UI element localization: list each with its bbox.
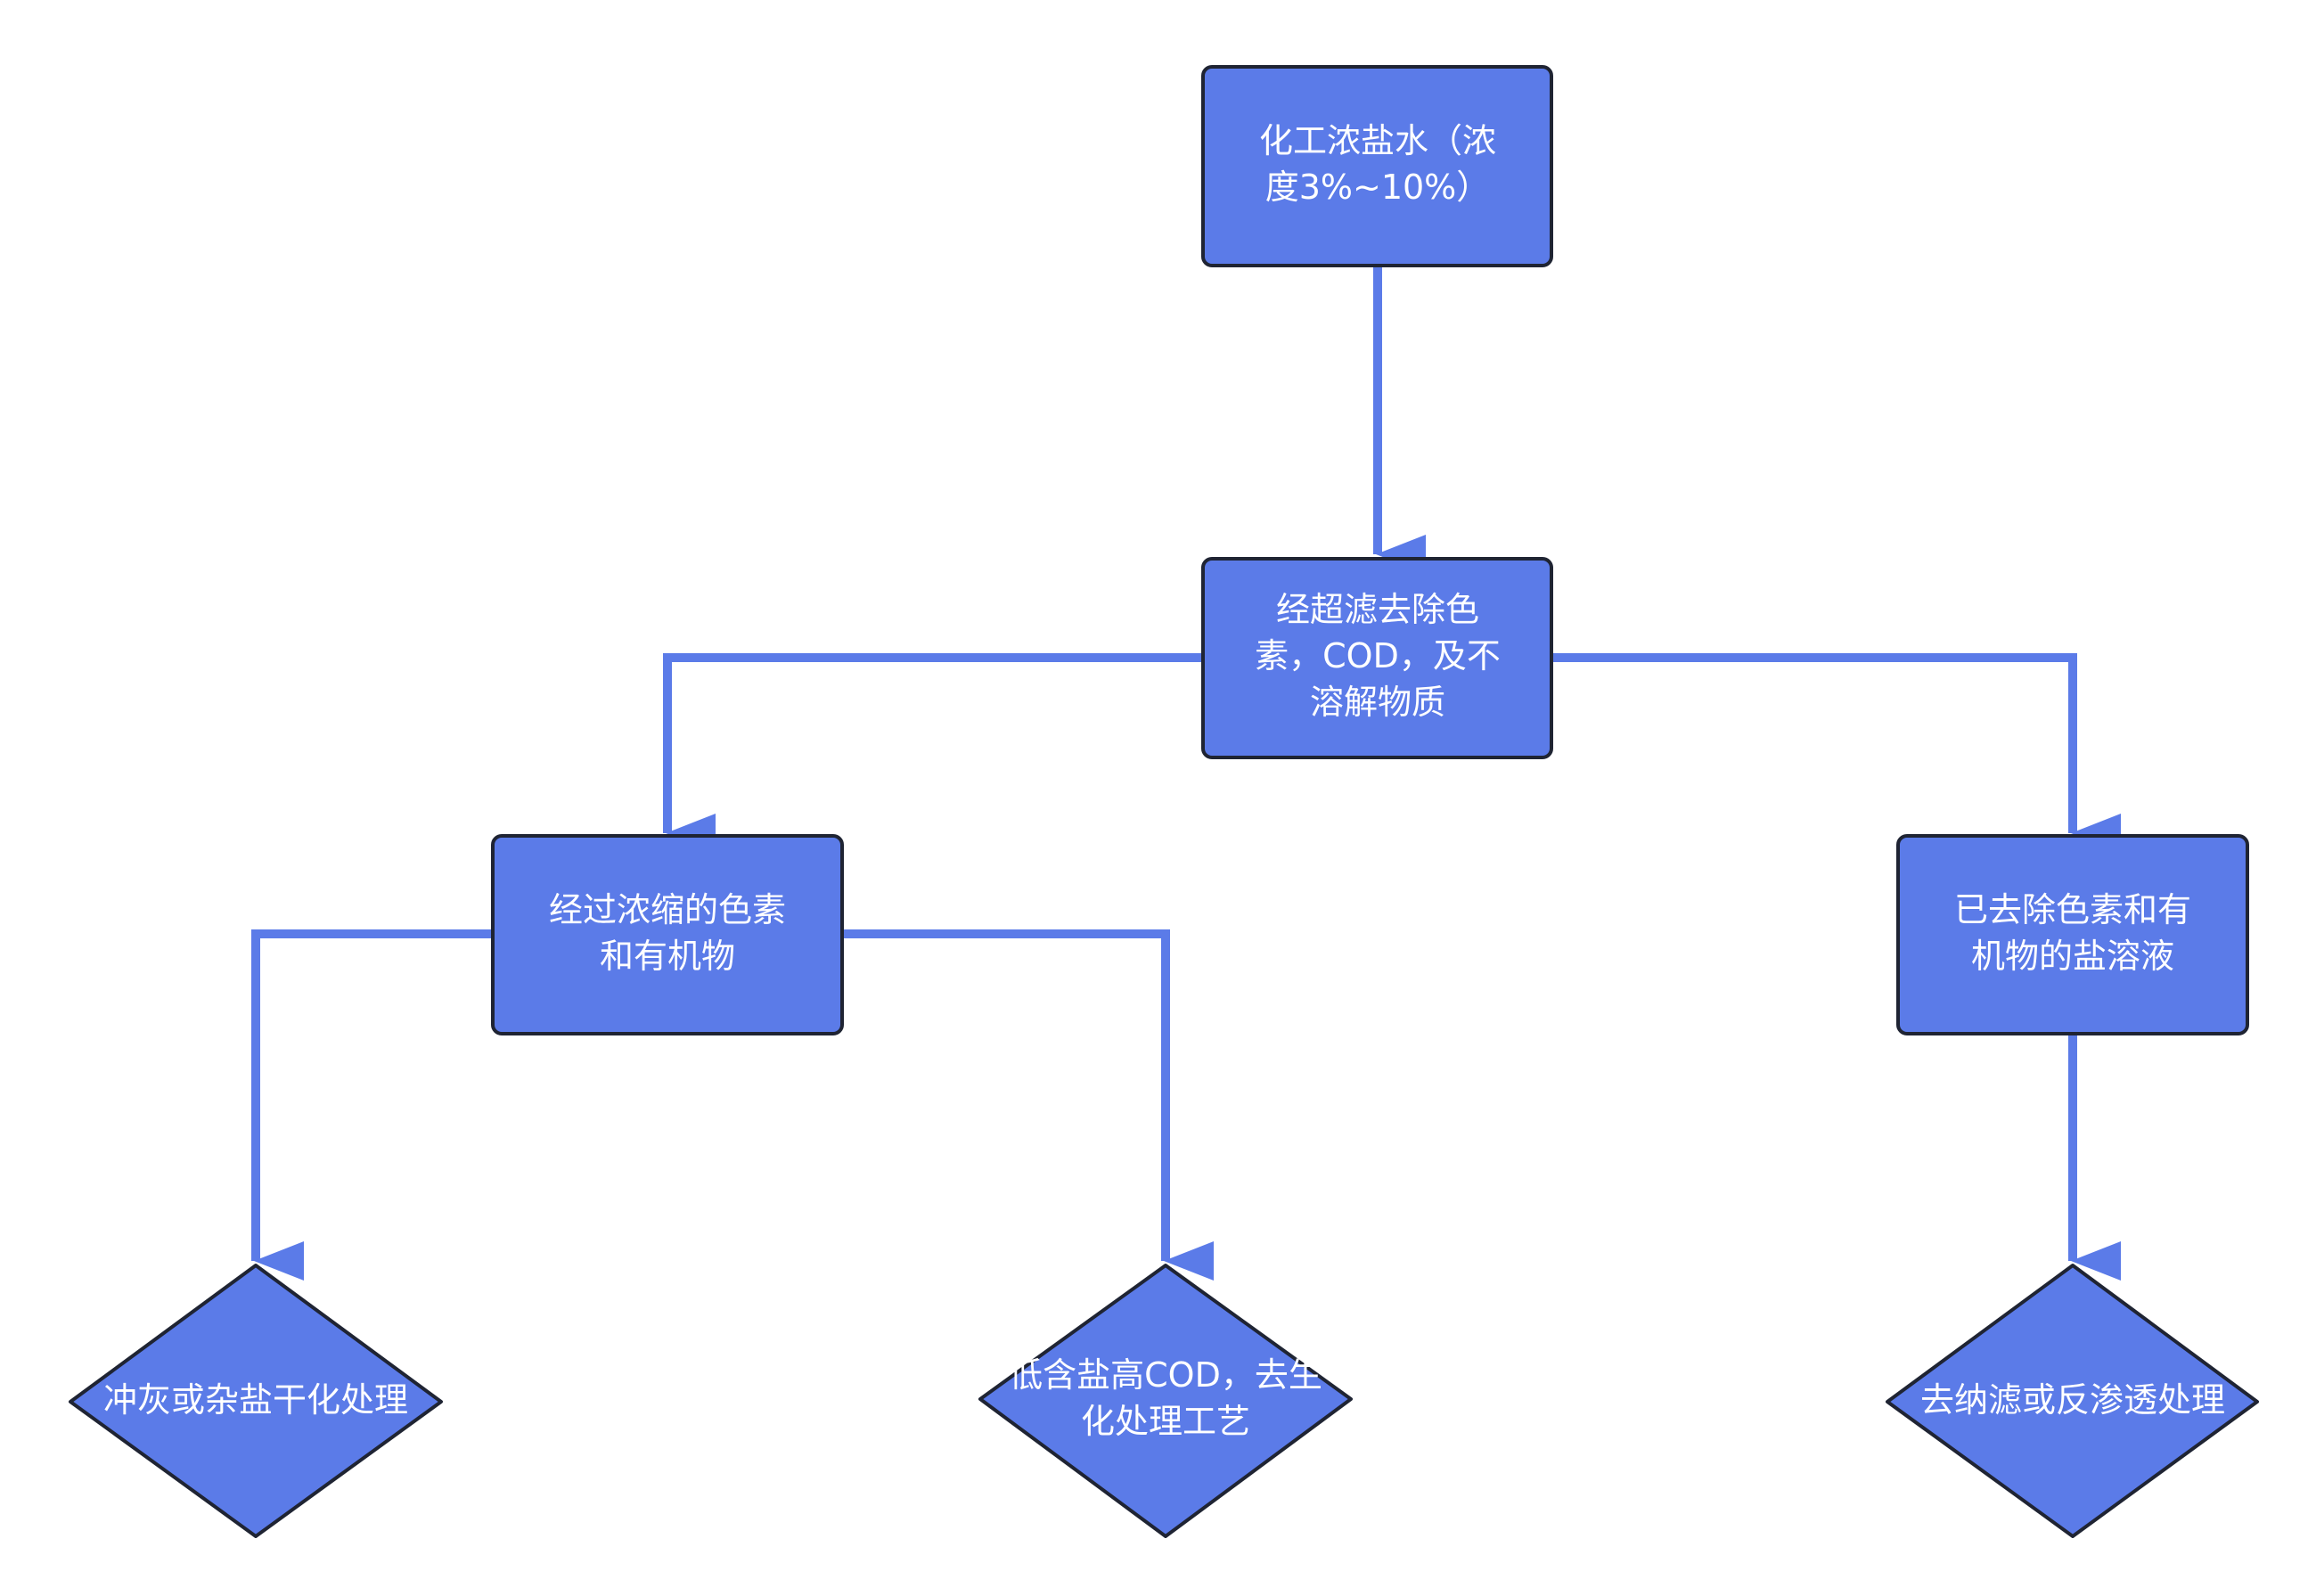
connector-ultrafilter-to-salt bbox=[1551, 653, 2121, 853]
node-label: 低含盐高COD，去生化处理工艺 bbox=[1009, 1355, 1322, 1441]
process-node-concentrate[interactable]: 经过浓缩的色素和有机物 bbox=[491, 834, 844, 1035]
node-label: 化工浓盐水（浓度3%~10%） bbox=[1259, 121, 1496, 207]
process-node-ultrafilter[interactable]: 经超滤去除色素，COD，及不溶解物质 bbox=[1201, 557, 1553, 759]
connector-concentrate-to-biochem bbox=[842, 929, 1214, 1281]
node-label-line: 冲灰或杂盐干化处理 bbox=[103, 1380, 408, 1420]
node-shape bbox=[69, 1264, 443, 1538]
connectors bbox=[251, 266, 2121, 1281]
node-label-line: 化工浓盐水（浓 bbox=[1259, 121, 1496, 160]
node-shape bbox=[491, 834, 844, 1035]
connector-ultrafilter-to-concentrate bbox=[663, 653, 1203, 853]
decision-node-membrane[interactable]: 去纳滤或反渗透处理 bbox=[1886, 1264, 2259, 1538]
node-label: 去纳滤或反渗透处理 bbox=[1920, 1380, 2225, 1420]
node-label-line: 化处理工艺 bbox=[1081, 1402, 1250, 1441]
node-shape bbox=[978, 1264, 1353, 1538]
node-label-line: 和有机物 bbox=[600, 937, 735, 976]
node-label: 经超滤去除色素，COD，及不溶解物质 bbox=[1255, 590, 1501, 722]
connector-concentrate-to-ash bbox=[251, 929, 493, 1281]
node-label-line: 度3%~10%） bbox=[1265, 168, 1491, 207]
node-label-line: 素，COD，及不 bbox=[1255, 636, 1501, 675]
node-label: 冲灰或杂盐干化处理 bbox=[103, 1380, 408, 1420]
decision-node-biochem[interactable]: 低含盐高COD，去生化处理工艺 bbox=[978, 1264, 1353, 1538]
node-shape bbox=[1886, 1264, 2259, 1538]
node-label-line: 低含盐高COD，去生 bbox=[1009, 1355, 1322, 1395]
node-label-line: 溶解物质 bbox=[1310, 683, 1445, 722]
node-label-line: 去纳滤或反渗透处理 bbox=[1920, 1380, 2225, 1420]
node-label-line: 经超滤去除色 bbox=[1276, 590, 1479, 629]
node-label-line: 机物的盐溶液 bbox=[1971, 937, 2174, 976]
process-node-salt[interactable]: 已去除色素和有机物的盐溶液 bbox=[1896, 834, 2249, 1035]
node-shape bbox=[1896, 834, 2249, 1035]
node-label-line: 已去除色素和有 bbox=[1954, 890, 2191, 929]
node-shape bbox=[1201, 557, 1553, 759]
decision-node-ash[interactable]: 冲灰或杂盐干化处理 bbox=[69, 1264, 443, 1538]
process-node-source[interactable]: 化工浓盐水（浓度3%~10%） bbox=[1201, 65, 1553, 267]
node-shape bbox=[1201, 65, 1553, 267]
node-label: 已去除色素和有机物的盐溶液 bbox=[1954, 890, 2191, 976]
node-label: 经过浓缩的色素和有机物 bbox=[549, 890, 786, 976]
node-label-line: 经过浓缩的色素 bbox=[549, 890, 786, 929]
